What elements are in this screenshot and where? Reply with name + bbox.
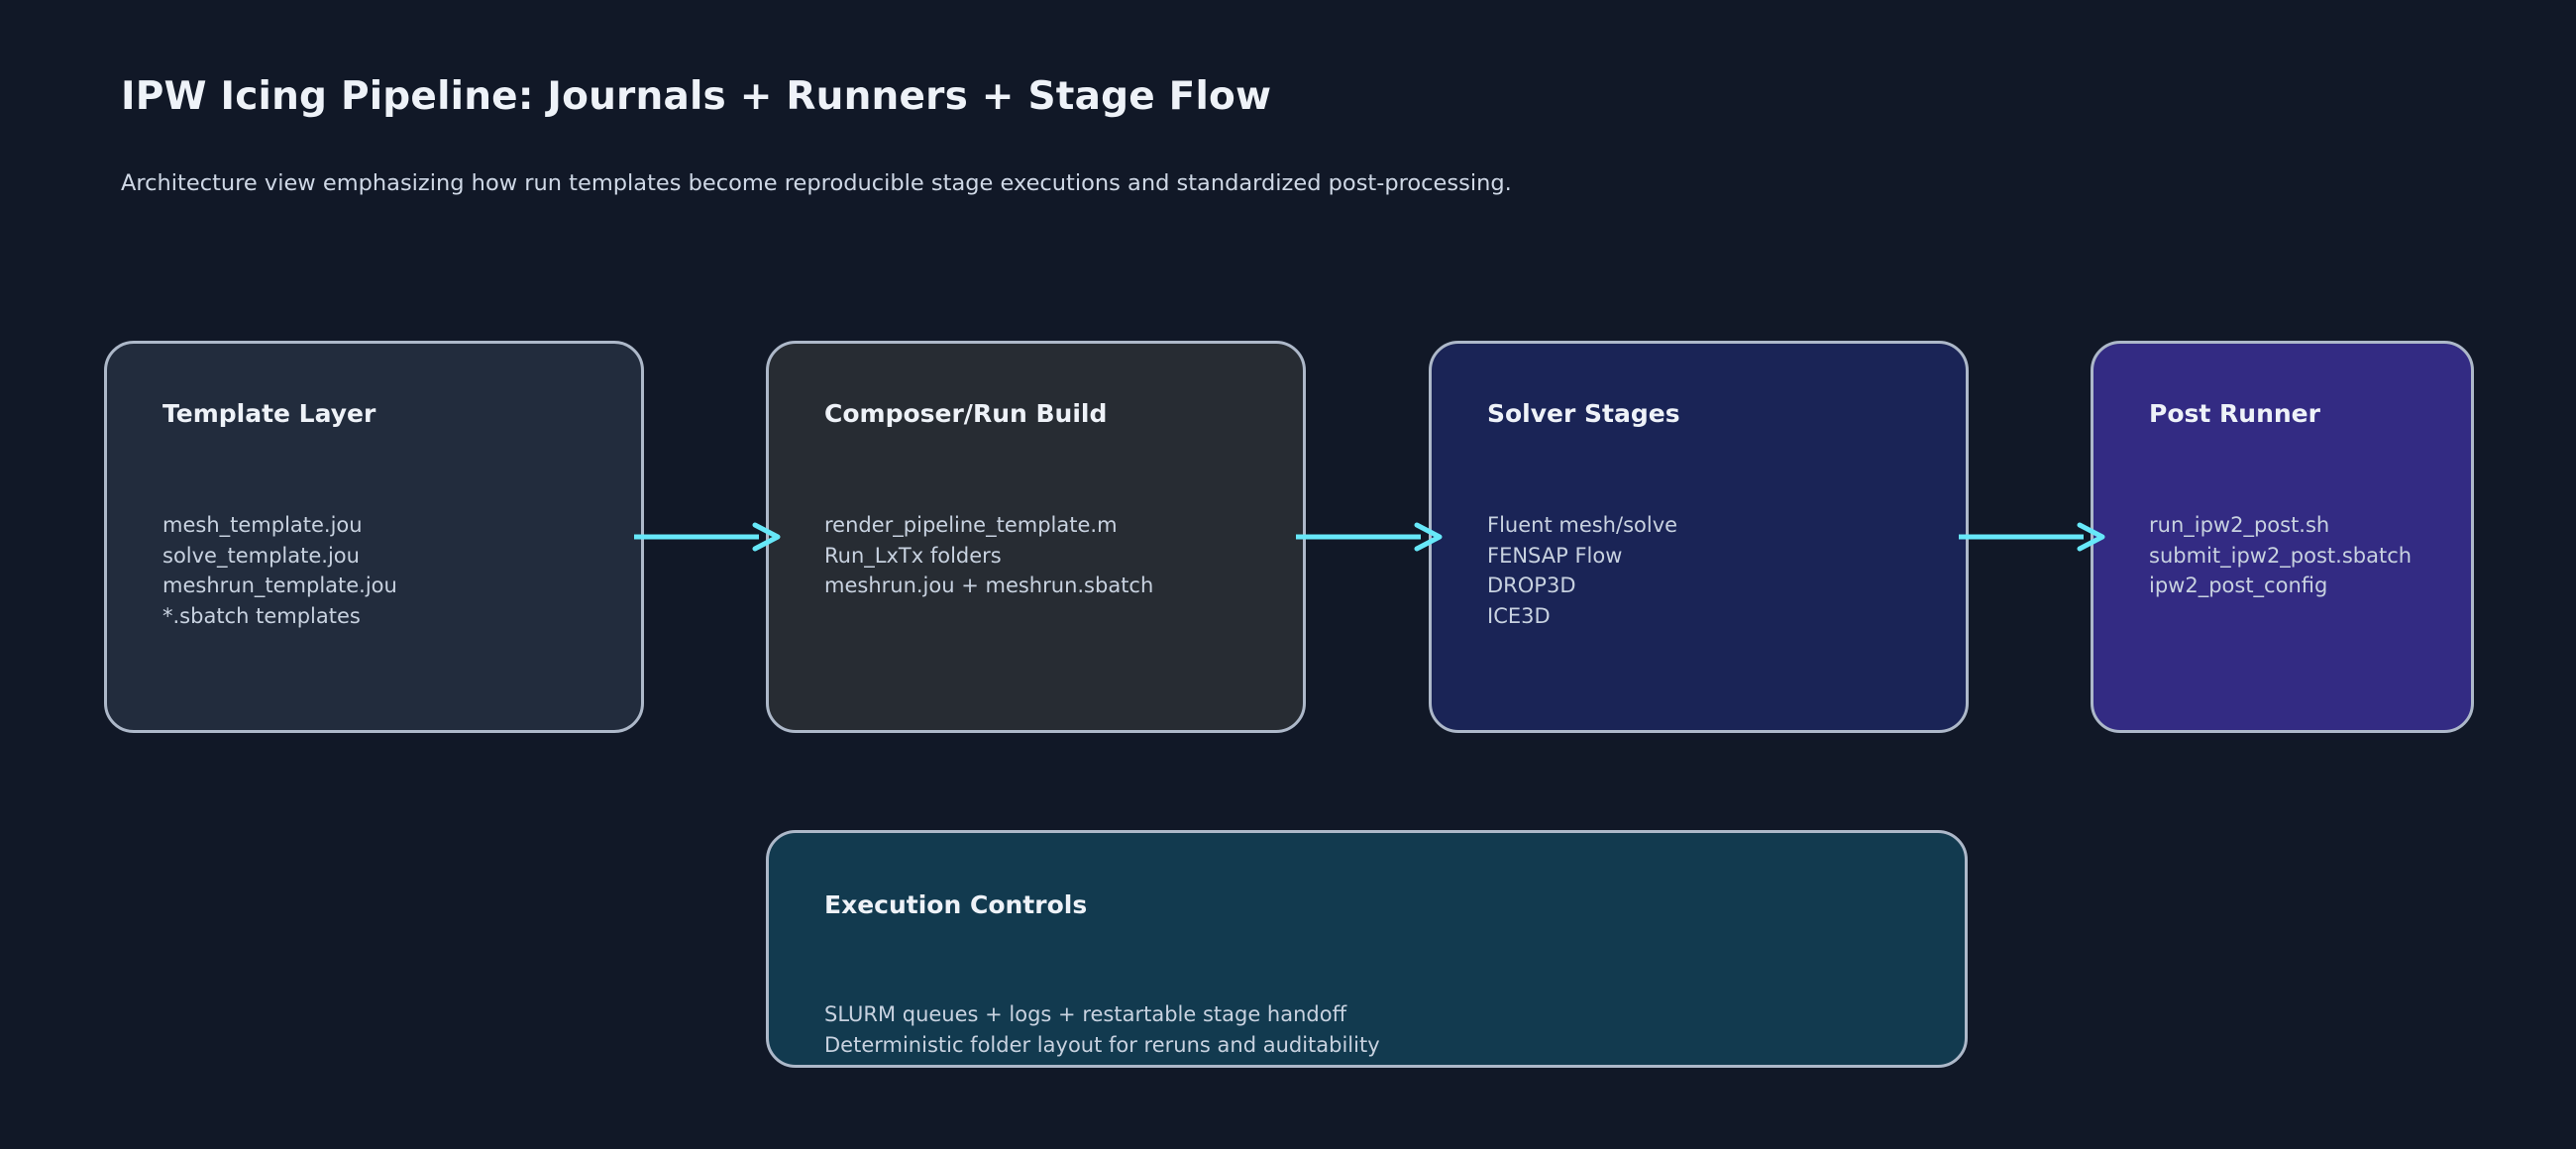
page-subtitle: Architecture view emphasizing how run te… — [121, 170, 1512, 196]
node-composer-run-build[interactable]: Composer/Run Build render_pipeline_templ… — [766, 341, 1306, 733]
node-solver-stages[interactable]: Solver Stages Fluent mesh/solve FENSAP F… — [1429, 341, 1969, 733]
arrow-composer-to-solver — [1296, 522, 1443, 552]
node-body-post-runner: run_ipw2_post.sh submit_ipw2_post.sbatch… — [2149, 510, 2412, 601]
node-execution-controls[interactable]: Execution Controls SLURM queues + logs +… — [766, 830, 1968, 1068]
node-line: solve_template.jou — [162, 543, 360, 568]
node-line: meshrun.jou + meshrun.sbatch — [824, 574, 1154, 597]
node-body-solver-stages: Fluent mesh/solve FENSAP Flow DROP3D ICE… — [1487, 510, 1677, 631]
node-line: DROP3D — [1487, 574, 1576, 597]
node-body-execution-controls: SLURM queues + logs + restartable stage … — [824, 999, 1380, 1060]
arrow-solver-to-post — [1959, 522, 2105, 552]
arrow-template-to-composer — [634, 522, 781, 552]
node-line: Deterministic folder layout for reruns a… — [824, 1032, 1380, 1057]
node-body-composer-run-build: render_pipeline_template.m Run_LxTx fold… — [824, 510, 1153, 601]
node-line: SLURM queues + logs + restartable stage … — [824, 1002, 1347, 1026]
node-line: render_pipeline_template.m — [824, 513, 1118, 537]
node-body-template-layer: mesh_template.jou solve_template.jou mes… — [162, 510, 397, 631]
node-line: run_ipw2_post.sh — [2149, 513, 2330, 537]
node-title-execution-controls: Execution Controls — [824, 890, 1088, 919]
node-line: meshrun_template.jou — [162, 574, 397, 597]
node-line: ICE3D — [1487, 603, 1551, 628]
node-line: *.sbatch templates — [162, 603, 361, 628]
node-line: Fluent mesh/solve — [1487, 513, 1678, 537]
node-line: mesh_template.jou — [162, 513, 363, 537]
node-title-composer-run-build: Composer/Run Build — [824, 399, 1108, 428]
node-line: Run_LxTx folders — [824, 543, 1002, 568]
page-title: IPW Icing Pipeline: Journals + Runners +… — [121, 74, 1272, 119]
node-post-runner[interactable]: Post Runner run_ipw2_post.sh submit_ipw2… — [2091, 341, 2474, 733]
node-line: submit_ipw2_post.sbatch — [2149, 543, 2413, 568]
node-title-solver-stages: Solver Stages — [1487, 399, 1680, 428]
node-title-post-runner: Post Runner — [2149, 399, 2320, 428]
node-template-layer[interactable]: Template Layer mesh_template.jou solve_t… — [104, 341, 644, 733]
node-line: ipw2_post_config — [2149, 574, 2328, 597]
node-title-template-layer: Template Layer — [162, 399, 376, 428]
node-line: FENSAP Flow — [1487, 543, 1623, 568]
